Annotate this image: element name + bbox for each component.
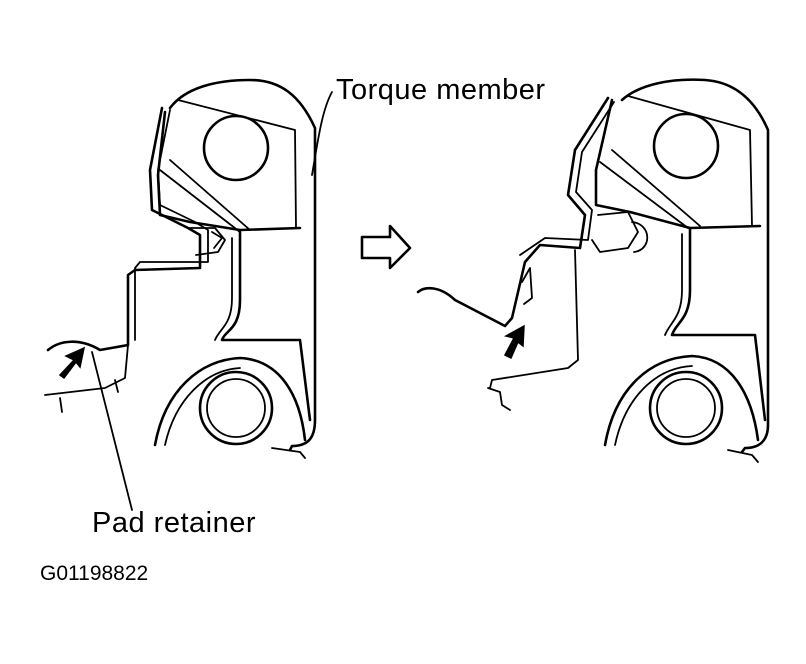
right-torque-member-slope <box>599 149 701 229</box>
left-base-edge <box>44 344 129 413</box>
right-push-arrow-icon <box>503 324 525 360</box>
left-upper-bolt-hole <box>202 114 270 182</box>
right-pad-retainer-clip <box>416 96 610 328</box>
right-lower-bolt-hole <box>648 370 724 446</box>
left-caliper-body <box>220 230 312 422</box>
right-pad-retainer-clip-inner <box>519 101 615 256</box>
left-torque-member-outline <box>168 78 317 452</box>
pad-retainer-leader-line <box>91 351 133 511</box>
right-base-edge <box>487 387 511 411</box>
right-base-detail <box>727 449 759 463</box>
left-lower-arc <box>153 356 307 447</box>
right-caliper-body <box>670 226 767 422</box>
left-pad-plate <box>187 227 226 256</box>
right-pad-tab <box>521 267 533 305</box>
pad-retainer-label: Pad retainer <box>92 507 256 539</box>
left-torque-member-inner-edge <box>177 99 297 229</box>
left-torque-member-slope <box>159 159 251 233</box>
right-lower-arc-inner <box>614 365 693 446</box>
left-caliper-assembly <box>44 78 317 459</box>
left-pad-plate-inner <box>211 231 223 249</box>
right-torque-member-outline <box>620 78 770 454</box>
figure-code-label: G01198822 <box>40 562 149 585</box>
left-base-detail <box>271 447 306 459</box>
right-piston-dome <box>631 221 649 253</box>
left-lower-bolt-hole <box>198 370 274 446</box>
left-lower-bolt-hole-inner <box>206 378 266 438</box>
right-caliper-inner-line <box>664 233 683 336</box>
right-pad-backing <box>489 249 579 389</box>
left-push-arrow-icon <box>58 346 86 380</box>
right-lower-bolt-hole-inner <box>656 378 716 438</box>
left-caliper-inner-line <box>214 237 233 341</box>
right-lower-arc <box>603 354 760 447</box>
left-pad-retainer-clip <box>46 106 202 352</box>
right-torque-member-upper-edge <box>594 98 762 230</box>
right-upper-bolt-hole <box>652 112 720 180</box>
torque-member-label: Torque member <box>336 74 546 106</box>
transition-arrow-icon <box>360 224 412 270</box>
right-pad-plate <box>591 211 639 253</box>
right-caliper-assembly <box>416 78 770 463</box>
left-lower-arc-inner <box>164 367 241 446</box>
left-pad-retainer-clip-inner <box>134 109 209 341</box>
torque-member-leader-line <box>311 91 333 176</box>
